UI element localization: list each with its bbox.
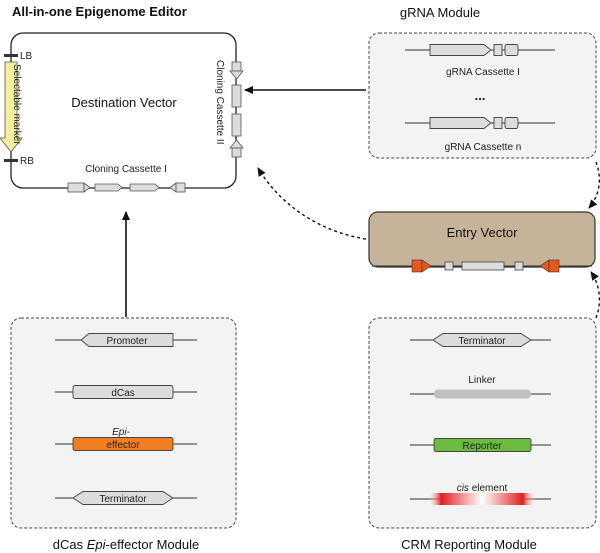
entry-vector-title: Entry Vector	[447, 225, 518, 240]
crm-module-title: CRM Reporting Module	[401, 537, 537, 552]
cassette1-middle-part-2	[129, 183, 160, 192]
entry-right-site-block	[548, 259, 560, 273]
cassette2-label: Cloning Cassette II	[214, 60, 225, 145]
arrow-grna-to-entry	[588, 161, 600, 209]
grna-cassette-n-promoter	[429, 117, 492, 129]
cassette2-top-block	[231, 61, 242, 72]
entry-left-site-arrow	[421, 259, 432, 273]
entry-vector: Entry Vector	[368, 211, 596, 273]
rb-label: RB	[20, 156, 34, 167]
dcas-module-box	[10, 317, 237, 529]
destination-vector-title: Destination Vector	[71, 95, 177, 110]
dcas-label: dCas	[111, 388, 134, 399]
promoter-label: Promoter	[106, 336, 148, 347]
cassette1-right-block	[175, 182, 186, 193]
grna-ellipsis: ...	[475, 88, 486, 103]
cis-element-label: cis element	[457, 483, 508, 494]
arrow-entry-to-destination	[257, 167, 367, 240]
effector-label: effector	[106, 440, 140, 451]
cassette2-part-2	[231, 113, 242, 137]
dcas-terminator-label: Terminator	[99, 494, 147, 505]
cassette1-left-arrow	[83, 182, 91, 193]
main-title: All-in-one Epigenome Editor	[12, 4, 187, 19]
lb-border-mark	[4, 54, 18, 57]
destination-vector: Destination Vector LB RB Selectable mark…	[0, 32, 244, 193]
cis-element-part	[428, 493, 536, 505]
entry-left-site-block	[411, 259, 423, 273]
grna-module: gRNA Cassette I ... gRNA Cassette n	[368, 32, 597, 159]
grna-cassette-n-label: gRNA Cassette n	[445, 142, 522, 153]
reporter-label: Reporter	[463, 441, 503, 452]
cassette2-bottom-block	[231, 147, 242, 158]
entry-insert-left-block	[444, 261, 454, 271]
grna-cassette1-label: gRNA Cassette I	[446, 67, 520, 78]
grna-module-box	[368, 32, 597, 159]
grna-module-title: gRNA Module	[400, 5, 480, 20]
dcas-terminator-part	[72, 491, 174, 505]
cassette1-middle-part-1	[94, 183, 123, 192]
promoter-part	[80, 333, 174, 347]
grna-cassette1-spacer	[493, 44, 503, 56]
linker-part	[434, 389, 531, 399]
crm-module: Terminator Linker Reporter cis element	[368, 317, 597, 529]
dcas-module-title: dCas Epi-effector Module	[53, 537, 199, 552]
arrow-crm-to-entry	[590, 271, 600, 319]
effector-part	[72, 437, 174, 451]
dcas-module: Promoter dCas Epi- effector Terminator	[10, 317, 237, 529]
grna-cassette1-scaffold	[504, 44, 519, 56]
crm-module-box	[368, 317, 597, 529]
grna-cassette-n-scaffold	[504, 117, 519, 129]
lb-label: LB	[20, 51, 33, 62]
selectable-marker-label: Selectable marker	[11, 64, 22, 145]
cassette2-part-1	[231, 84, 242, 108]
grna-cassette-n-spacer	[493, 117, 503, 129]
linker-label: Linker	[468, 375, 496, 386]
cassette1-left-block	[67, 182, 85, 193]
rb-border-mark	[4, 159, 18, 162]
crm-terminator-label: Terminator	[458, 336, 506, 347]
reporter-part	[433, 438, 532, 452]
entry-insert-middle	[461, 261, 505, 271]
cassette2-top-arrow	[229, 70, 244, 80]
cassette1-label: Cloning Cassette I	[85, 164, 167, 175]
grna-cassette1-promoter	[429, 44, 492, 56]
selectable-marker-arrow	[0, 61, 23, 153]
crm-terminator-part	[432, 333, 532, 347]
entry-insert-right-block	[514, 261, 524, 271]
effector-epi-label: Epi-	[112, 427, 130, 438]
dcas-part	[72, 385, 174, 399]
